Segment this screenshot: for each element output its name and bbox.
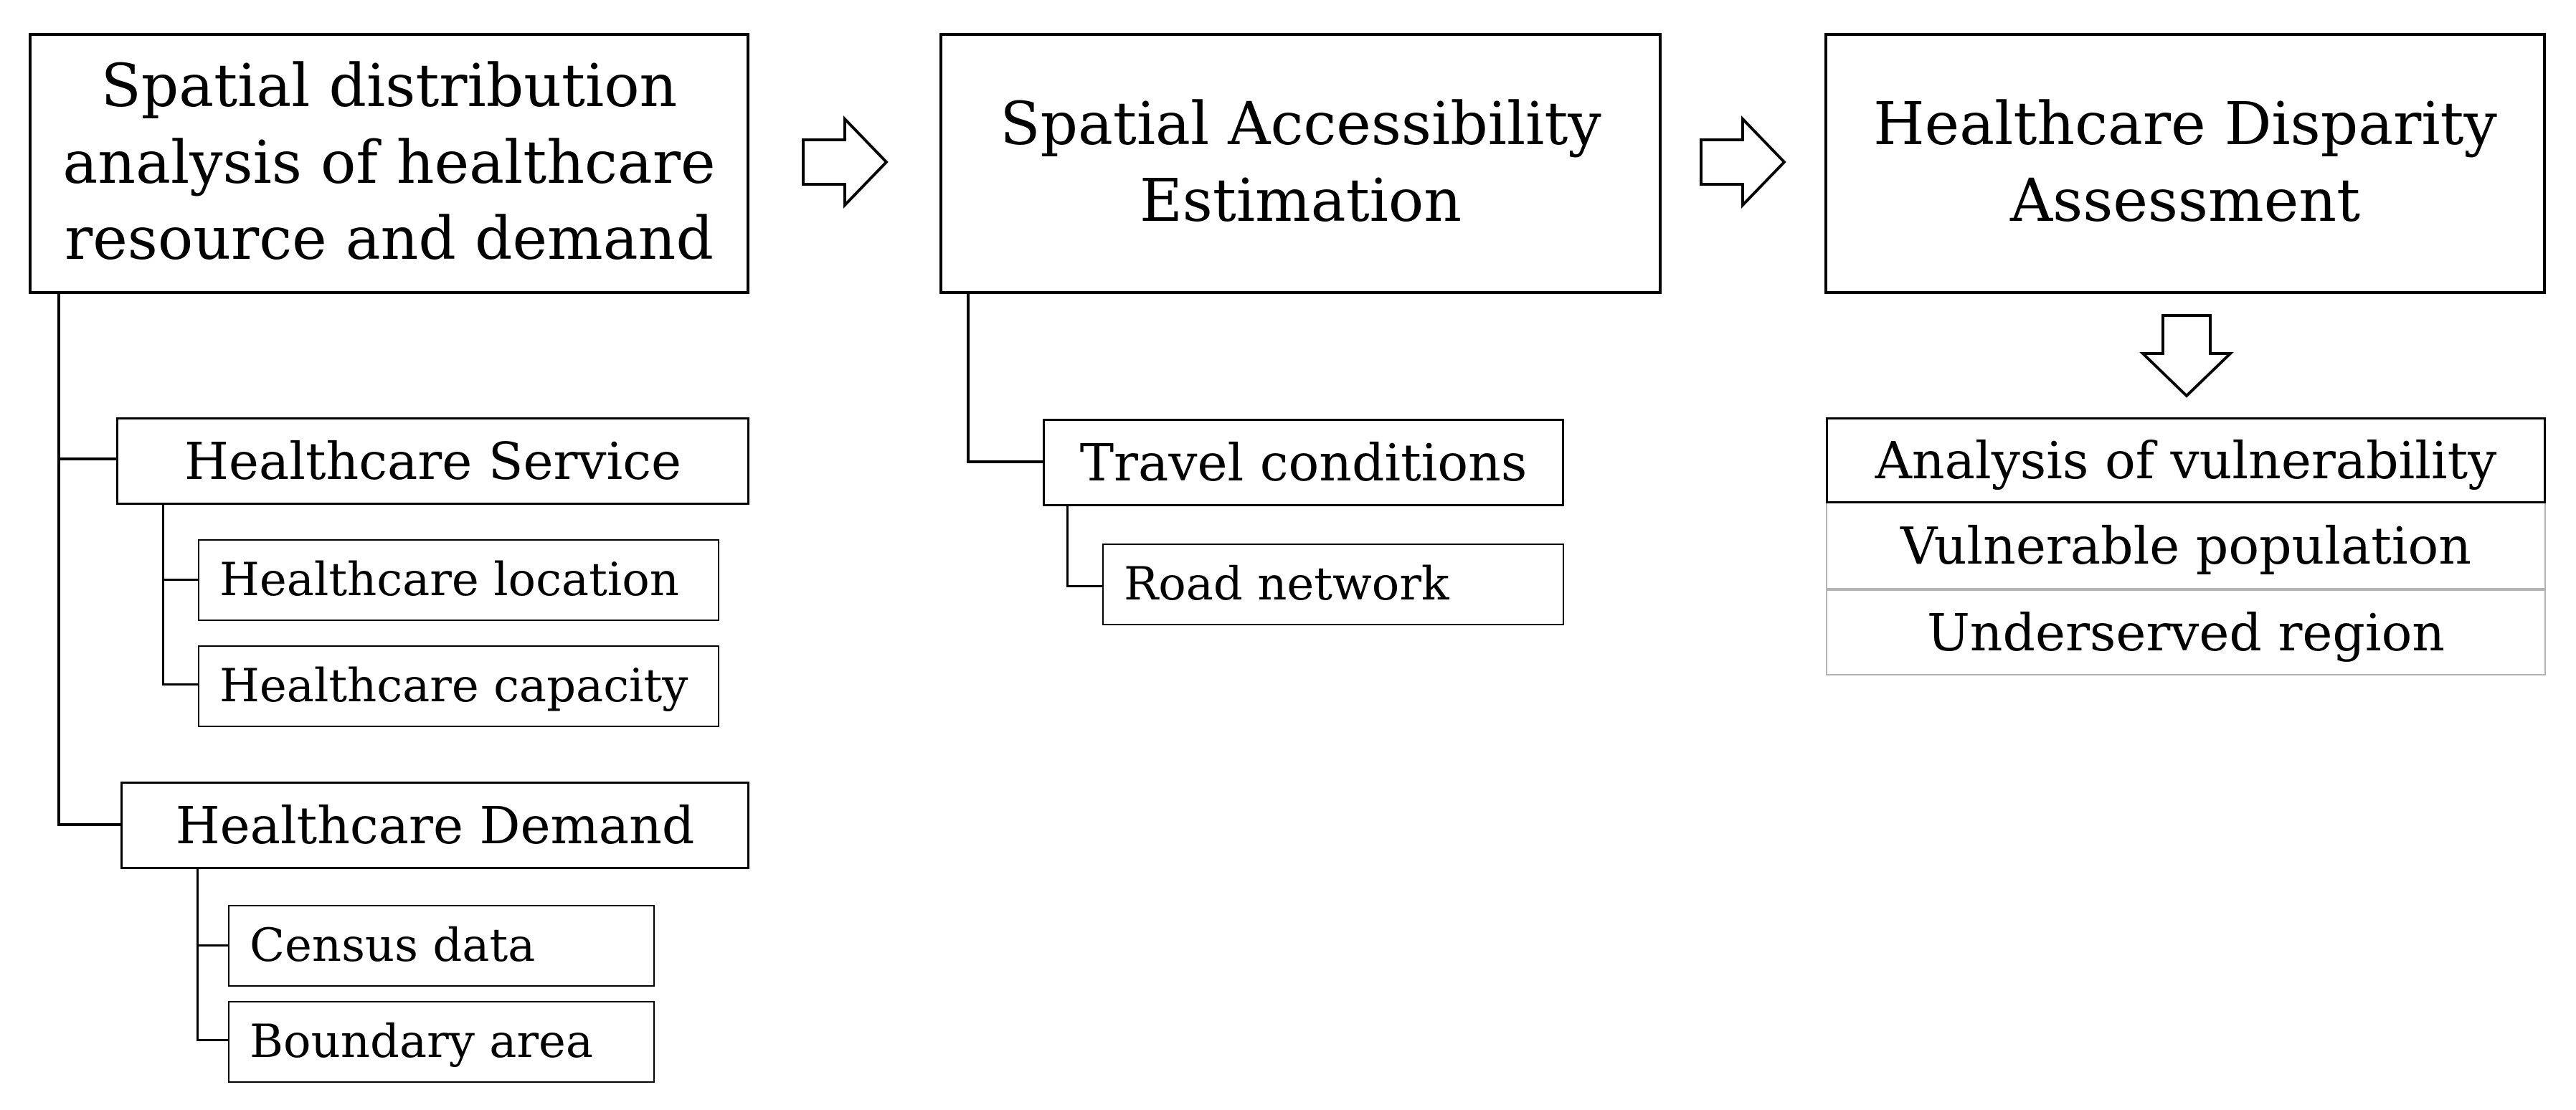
analysis-of-vulnerability-label: Analysis of vulnerability <box>1875 430 2497 490</box>
healthcare-location-box: Healthcare location <box>198 539 719 621</box>
stage-2-title-line-2: Estimation <box>1139 167 1462 235</box>
stage-1-branch-demand <box>57 823 122 826</box>
stage-2-trunk-line <box>967 294 970 463</box>
demand-trunk-line <box>196 869 199 1041</box>
boundary-area-box: Boundary area <box>228 1001 655 1083</box>
stage-1-branch-service <box>57 457 118 460</box>
underserved-region-box: Underserved region <box>1826 589 2546 675</box>
travel-conditions-label: Travel conditions <box>1079 432 1528 493</box>
demand-branch-boundary <box>196 1039 229 1041</box>
service-branch-location <box>162 579 199 581</box>
stage-3-title-line-1: Healthcare Disparity <box>1873 90 2497 159</box>
vulnerable-population-box: Vulnerable population <box>1826 503 2546 589</box>
right-arrow-icon <box>802 115 889 209</box>
travel-conditions-box: Travel conditions <box>1043 419 1564 506</box>
road-network-box: Road network <box>1102 544 1564 625</box>
census-data-box: Census data <box>228 905 655 987</box>
right-arrow-icon <box>1700 115 1786 209</box>
stage-3-box: Healthcare Disparity Assessment <box>1824 33 2546 294</box>
healthcare-service-box: Healthcare Service <box>116 417 749 505</box>
healthcare-capacity-box: Healthcare capacity <box>198 645 719 727</box>
demand-branch-census <box>196 944 229 947</box>
healthcare-location-label: Healthcare location <box>219 554 679 607</box>
healthcare-demand-box: Healthcare Demand <box>120 782 749 869</box>
healthcare-service-label: Healthcare Service <box>184 431 682 491</box>
down-arrow-icon <box>2139 314 2234 398</box>
service-trunk-line <box>162 505 164 686</box>
stage-1-trunk-line <box>57 294 60 826</box>
road-network-label: Road network <box>1124 558 1449 611</box>
stage-2-title-line-1: Spatial Accessibility <box>1000 90 1601 159</box>
travel-trunk-line <box>1066 506 1069 587</box>
stage-3-title-line-2: Assessment <box>2009 167 2361 235</box>
boundary-area-label: Boundary area <box>250 1015 593 1068</box>
stage-1-title-line-2: analysis of healthcare <box>62 128 716 197</box>
travel-branch-road <box>1066 585 1104 587</box>
analysis-of-vulnerability-box: Analysis of vulnerability <box>1826 417 2546 503</box>
stage-1-title-line-3: resource and demand <box>65 205 714 274</box>
healthcare-capacity-label: Healthcare capacity <box>219 660 688 713</box>
vulnerable-population-label: Vulnerable population <box>1900 516 2472 576</box>
stage-1-box: Spatial distribution analysis of healthc… <box>29 33 749 294</box>
stage-2-box: Spatial Accessibility Estimation <box>939 33 1662 294</box>
healthcare-demand-label: Healthcare Demand <box>175 795 695 855</box>
underserved-region-label: Underserved region <box>1926 602 2445 663</box>
stage-1-title-line-1: Spatial distribution <box>100 52 678 121</box>
service-branch-capacity <box>162 683 199 686</box>
stage-2-branch-travel <box>967 460 1044 463</box>
census-data-label: Census data <box>250 919 536 972</box>
